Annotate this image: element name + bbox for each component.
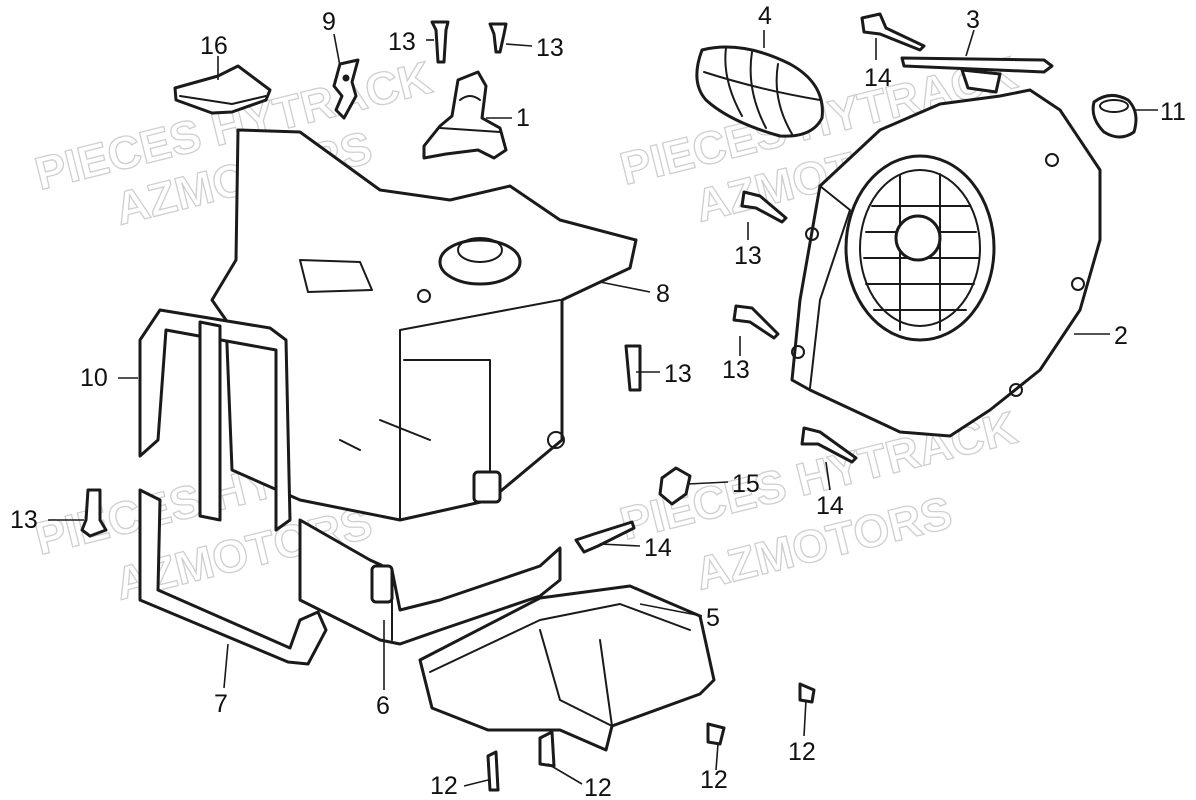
callout-9: 9: [322, 8, 336, 36]
leader-lines: [48, 29, 1158, 787]
callout-13: 13: [388, 28, 416, 56]
fastener-13-screws: [80, 20, 788, 538]
part-3-bolt: [900, 56, 1054, 94]
part-4-filter: [695, 45, 824, 138]
callout-14: 14: [864, 64, 892, 92]
callout-10: 10: [80, 364, 108, 392]
callout-13: 13: [722, 356, 750, 384]
callout-1: 1: [516, 104, 530, 132]
callout-7: 7: [214, 690, 228, 718]
part-15-clip: [658, 466, 692, 506]
fastener-12-clips: [486, 682, 816, 792]
part-7-support: [138, 488, 328, 666]
callout-13: 13: [734, 242, 762, 270]
fastener-14-bolts: [574, 12, 926, 554]
callout-11: 11: [1160, 98, 1186, 126]
callout-14: 14: [816, 492, 844, 520]
callout-8: 8: [656, 280, 670, 308]
callout-13: 13: [536, 34, 564, 62]
callout-12: 12: [584, 774, 612, 800]
part-10-frame: [138, 308, 292, 532]
part-9-bracket: [332, 58, 360, 120]
part-11-cap: [1091, 94, 1138, 139]
callout-2: 2: [1114, 322, 1128, 350]
callout-4: 4: [758, 2, 772, 30]
callout-5: 5: [706, 604, 720, 632]
callout-6: 6: [376, 692, 390, 720]
part-8-housing: [210, 128, 638, 522]
part-5-tray: [418, 584, 716, 752]
callout-13: 13: [664, 360, 692, 388]
part-1-clamp: [422, 70, 508, 160]
callout-12: 12: [788, 738, 816, 766]
callout-15: 15: [732, 470, 760, 498]
callout-labels: 16 9 13 13 1 4 3 14 11 13 8 2 13 10 13 1…: [10, 2, 1186, 800]
part-2-fan-cover: [790, 88, 1102, 438]
callout-16: 16: [200, 32, 228, 60]
part-16-plate: [173, 64, 272, 115]
callout-14: 14: [644, 534, 672, 562]
callout-3: 3: [966, 6, 980, 34]
callout-12: 12: [700, 766, 728, 794]
callout-13: 13: [10, 506, 38, 534]
callout-12: 12: [430, 772, 458, 800]
